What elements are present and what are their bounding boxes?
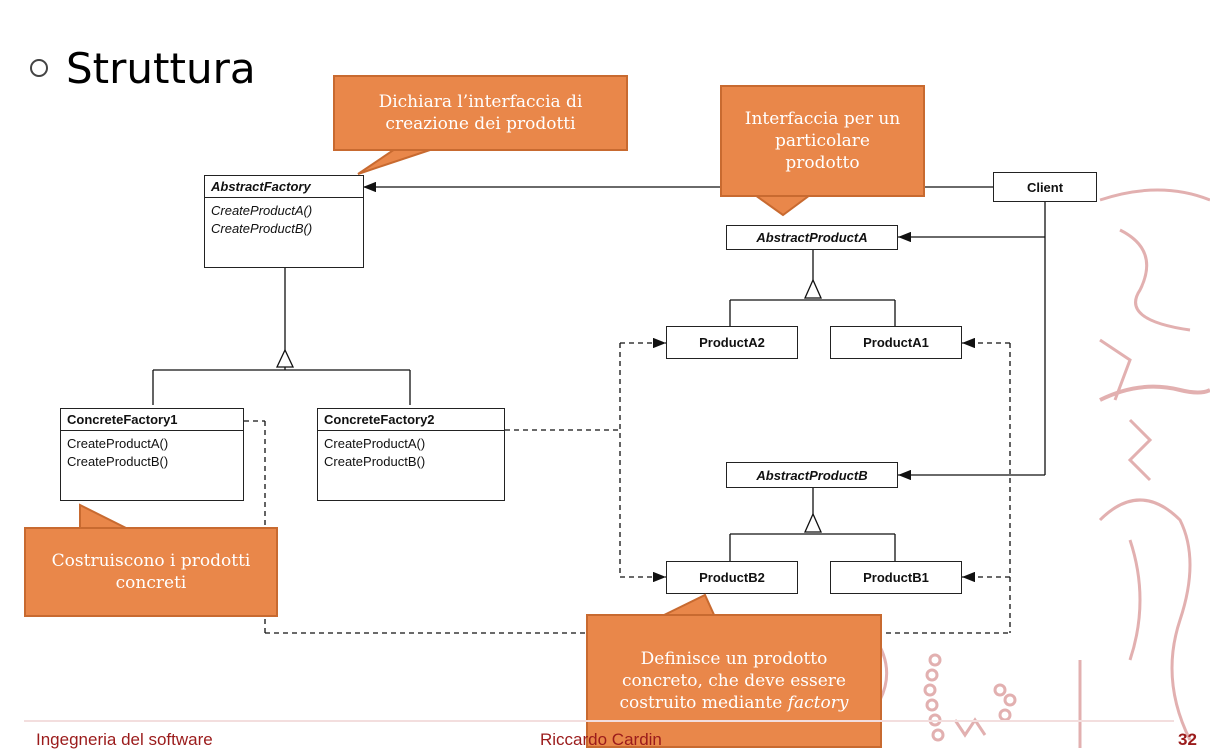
footer-divider bbox=[24, 720, 1174, 722]
footer-course: Ingegneria del software bbox=[36, 730, 213, 749]
class-operation: CreateProductB() bbox=[211, 221, 313, 236]
class-abstract-product-b: AbstractProductB bbox=[726, 462, 898, 488]
callout-text: Definisce un prodotto concreto, che deve… bbox=[606, 648, 862, 714]
bullet-icon bbox=[30, 58, 48, 77]
class-name: ConcreteFactory2 bbox=[318, 409, 504, 431]
class-name: AbstractProductA bbox=[756, 230, 868, 245]
class-name: ProductA1 bbox=[863, 335, 929, 350]
callout-text: Dichiara l’interfaccia di creazione dei … bbox=[378, 92, 583, 134]
page-number: 32 bbox=[1178, 730, 1197, 749]
callout-factory-interface: Dichiara l’interfaccia di creazione dei … bbox=[333, 75, 628, 151]
class-name: AbstractProductB bbox=[756, 467, 868, 483]
class-operation: CreateProductA() bbox=[324, 436, 426, 451]
slide-title: Struttura bbox=[30, 44, 256, 93]
class-concrete-factory1: ConcreteFactory1 CreateProductA() Create… bbox=[60, 408, 244, 501]
class-name: ProductA2 bbox=[699, 335, 765, 350]
class-name: ProductB1 bbox=[863, 570, 929, 585]
callout-text: Interfaccia per un particolare prodotto bbox=[744, 109, 901, 173]
class-operation: CreateProductA() bbox=[211, 203, 313, 218]
callout-concrete-factories: Costruiscono i prodotti concreti bbox=[24, 527, 278, 617]
class-name: ConcreteFactory1 bbox=[61, 409, 243, 431]
class-name: AbstractFactory bbox=[205, 176, 363, 198]
class-abstract-product-a: AbstractProductA bbox=[726, 225, 898, 250]
class-product-a2: ProductA2 bbox=[666, 326, 798, 359]
class-abstract-factory: AbstractFactory CreateProductA() CreateP… bbox=[204, 175, 364, 268]
class-name: ProductB2 bbox=[699, 570, 765, 585]
class-operation: CreateProductA() bbox=[67, 436, 169, 451]
class-product-a1: ProductA1 bbox=[830, 326, 962, 359]
class-operation: CreateProductB() bbox=[67, 454, 169, 469]
class-product-b2: ProductB2 bbox=[666, 561, 798, 594]
callout-text-emphasis: factory bbox=[787, 693, 849, 713]
class-client: Client bbox=[993, 172, 1097, 202]
footer-author: Riccardo Cardin bbox=[540, 730, 662, 749]
callout-text: Costruiscono i prodotti concreti bbox=[51, 551, 251, 593]
class-concrete-factory2: ConcreteFactory2 CreateProductA() Create… bbox=[317, 408, 505, 501]
slide-title-text: Struttura bbox=[66, 44, 256, 93]
class-operation: CreateProductB() bbox=[324, 454, 426, 469]
callout-product-interface: Interfaccia per un particolare prodotto bbox=[720, 85, 925, 197]
class-name: Client bbox=[1026, 179, 1064, 195]
callout-text-main: Definisce un prodotto concreto, che deve… bbox=[619, 649, 846, 713]
class-product-b1: ProductB1 bbox=[830, 561, 962, 594]
callout-concrete-product: Definisce un prodotto concreto, che deve… bbox=[586, 614, 882, 748]
